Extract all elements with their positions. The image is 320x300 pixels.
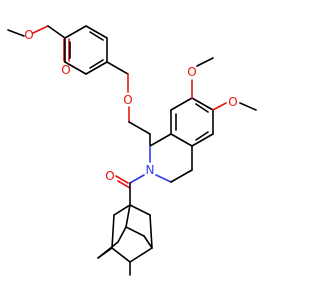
aryl-bond-6 (170, 97, 193, 111)
benzoate-bond-3 (85, 61, 108, 75)
amide-oxygen-atom: O (105, 169, 114, 183)
adamantane-bond-9 (111, 247, 131, 263)
adamantane-bond-2 (129, 204, 151, 216)
ester-oxygen-bond (32, 25, 49, 34)
methoxy-2-oxygen-atom: O (228, 95, 237, 109)
amide-nitrogen-atom: N (146, 163, 155, 177)
adamantane-bond-7 (125, 226, 145, 237)
adamantane-bond-12 (97, 241, 119, 259)
nitrogen-carbonyl-bond (129, 174, 145, 184)
ester-oxygen-atom: O (24, 28, 33, 42)
tetrahydroisoquinoline-ring (149, 133, 193, 183)
c3-c4-bond (170, 169, 193, 183)
nitrogen-c3-bond (155, 174, 172, 183)
adamantane-cage (97, 204, 153, 276)
ester-methyl-bond (7, 29, 25, 37)
adamantane-bond-10 (129, 247, 153, 263)
methyl-ester-group (7, 25, 70, 62)
benzoate-ring (64, 25, 108, 75)
aryl-inner-double-2 (195, 131, 209, 141)
methoxy-1-methyl-bond (196, 57, 214, 67)
methoxy-groups (191, 57, 257, 111)
adamantane-bond-1 (113, 204, 131, 216)
amide-carbonyl (115, 174, 145, 206)
adamantane-bond-6 (117, 226, 127, 243)
benzoate-bond-4 (64, 61, 87, 75)
adamantane-bond-3 (125, 204, 131, 228)
dimethoxy-aromatic-ring (170, 97, 214, 147)
ether-linkage (106, 61, 151, 135)
methoxy-2-oxygen-bond (212, 102, 227, 111)
ring-to-ester-bond (64, 25, 87, 39)
benzoate-inner-double-2 (89, 59, 104, 69)
adamantane-bond-5 (149, 214, 153, 249)
aryl-bond-4 (170, 133, 193, 147)
adamantane-bond-4 (111, 214, 115, 249)
aryl-bond-3 (191, 133, 214, 147)
methoxy-2-methyl-bond (239, 102, 257, 111)
benzoate-inner-double-1 (89, 31, 104, 41)
ring-junction-bond (149, 133, 172, 147)
aryl-bond-1 (191, 97, 214, 111)
adamantane-bond-11 (143, 235, 153, 249)
amide-double-bond-a (115, 175, 129, 184)
aryl-inner-double-1 (195, 103, 209, 113)
amide-double-bond-b (117, 180, 131, 189)
ether-oxygen-atom: O (123, 93, 132, 107)
chemical-structure-diagram: O O O O O (7, 25, 257, 276)
carbonyl-oxygen-atom: O (61, 63, 70, 77)
ester-carbonyl-bond (47, 25, 66, 39)
methylene-bond (128, 121, 151, 135)
methoxy-1-oxygen-atom: O (187, 65, 196, 79)
ring-to-ether-bond (106, 61, 129, 75)
benzoate-bond-1 (85, 25, 108, 39)
